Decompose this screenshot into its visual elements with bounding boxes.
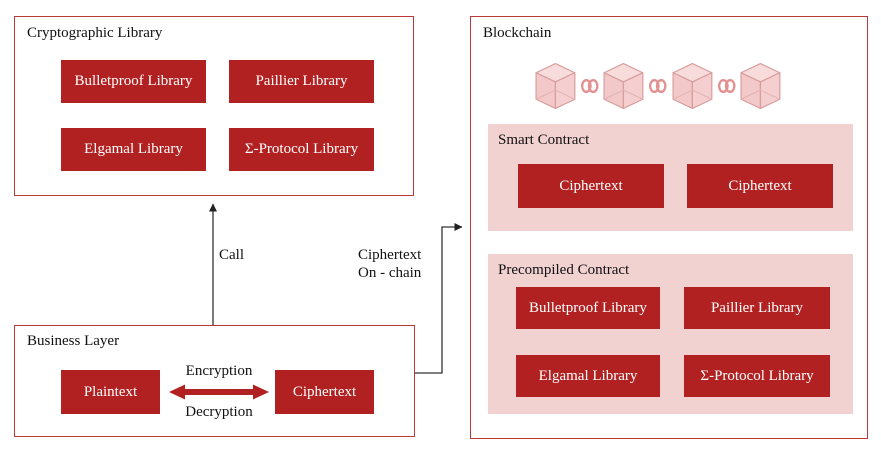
precompiled-paillier-library-button: Paillier Library bbox=[684, 287, 830, 329]
block-cube-icon bbox=[672, 62, 713, 110]
bulletproof-library-button: Bulletproof Library bbox=[61, 60, 206, 103]
blockchain-box: Blockchain bbox=[470, 16, 868, 439]
elgamal-library-button: Elgamal Library bbox=[61, 128, 206, 171]
block-cube-icon bbox=[535, 62, 576, 110]
block-chain-row bbox=[533, 59, 783, 113]
sigma-protocol-library-button: Σ-Protocol Library bbox=[229, 128, 374, 171]
onchain-label: Ciphertext On - chain bbox=[358, 246, 421, 282]
paillier-library-button: Paillier Library bbox=[229, 60, 374, 103]
smart-contract-panel: Smart Contract Ciphertext Ciphertext bbox=[488, 124, 853, 231]
blockchain-title: Blockchain bbox=[483, 25, 552, 41]
precompiled-contract-panel: Precompiled Contract Bulletproof Library… bbox=[488, 254, 853, 414]
ciphertext-button: Ciphertext bbox=[275, 370, 374, 414]
precompiled-elgamal-library-button: Elgamal Library bbox=[516, 355, 660, 397]
smart-contract-ciphertext-button: Ciphertext bbox=[687, 164, 833, 208]
call-label: Call bbox=[219, 247, 244, 263]
precompiled-bulletproof-library-button: Bulletproof Library bbox=[516, 287, 660, 329]
chain-link-icon bbox=[649, 78, 667, 94]
onchain-label-line1: Ciphertext bbox=[358, 247, 422, 263]
decryption-label: Decryption bbox=[185, 404, 253, 420]
cryptographic-library-box: Cryptographic Library Bulletproof Librar… bbox=[14, 16, 414, 196]
cryptographic-library-title: Cryptographic Library bbox=[27, 25, 163, 41]
block-cube-icon bbox=[740, 62, 781, 110]
block-cube-icon bbox=[603, 62, 644, 110]
plaintext-button: Plaintext bbox=[61, 370, 160, 414]
business-layer-title: Business Layer bbox=[27, 333, 120, 349]
chain-link-icon bbox=[717, 78, 736, 94]
chain-link-icon bbox=[580, 78, 599, 94]
encryption-decryption-double-arrow-icon bbox=[169, 384, 269, 400]
smart-contract-ciphertext-button: Ciphertext bbox=[518, 164, 664, 208]
business-layer-box: Business Layer Plaintext Ciphertext Encr… bbox=[14, 325, 415, 437]
onchain-arrow bbox=[415, 223, 463, 374]
precompiled-sigma-protocol-library-button: Σ-Protocol Library bbox=[684, 355, 830, 397]
smart-contract-title: Smart Contract bbox=[498, 132, 590, 148]
onchain-label-line2: On - chain bbox=[358, 265, 422, 281]
encryption-label: Encryption bbox=[185, 363, 253, 379]
precompiled-contract-title: Precompiled Contract bbox=[498, 262, 630, 278]
